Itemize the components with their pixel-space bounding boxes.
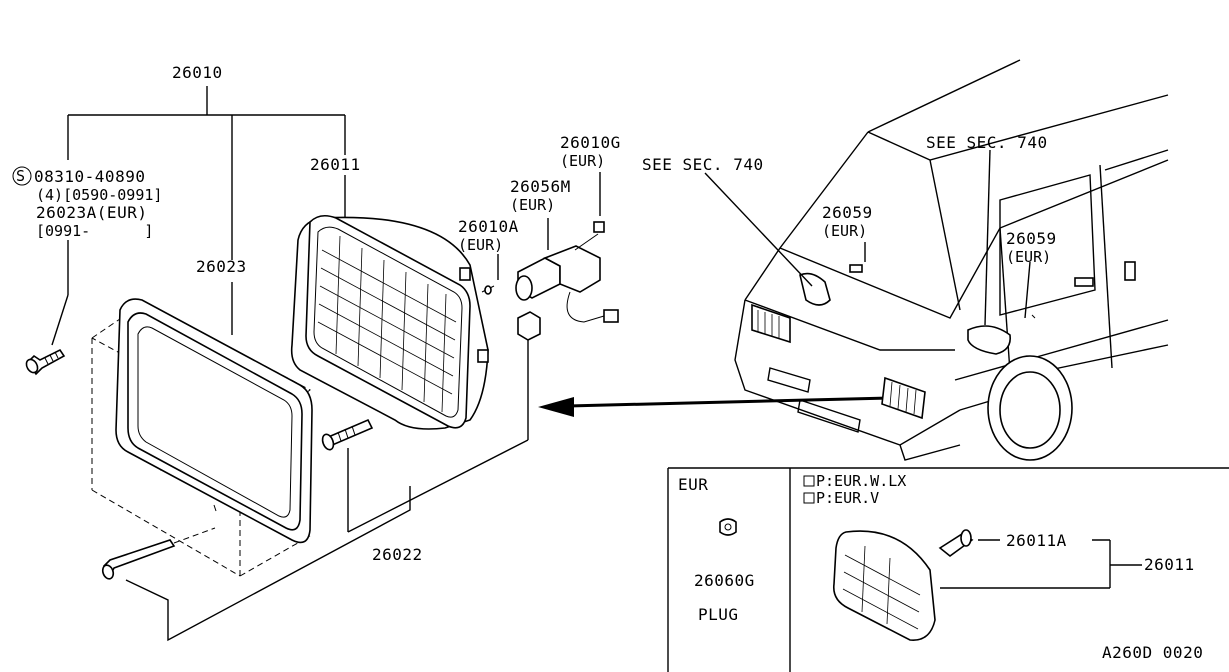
label-plug-2: 26059 <box>1006 229 1057 248</box>
inset-plug-number: 26060G <box>694 571 755 590</box>
label-see-sec-2: SEE SEC. 740 <box>926 133 1048 152</box>
assembly-bracket <box>51 86 346 346</box>
inset-labels: EUR 26060G PLUG P:EUR.W.LX P:EUR.V 26011… <box>678 472 1195 624</box>
label-plug-2-eur: (EUR) <box>1006 248 1051 266</box>
label-bulb-a-eur: (EUR) <box>458 236 503 254</box>
connector-part <box>347 311 541 533</box>
screw-part <box>25 348 66 376</box>
see-sec-leader-1 <box>704 172 813 287</box>
label-sealed-beam: 26011 <box>310 155 361 174</box>
bulb-socket-part <box>481 172 619 323</box>
label-see-sec-1: SEE SEC. 740 <box>642 155 764 174</box>
legend-box-1-icon <box>803 475 815 487</box>
screw-symbol-icon <box>12 166 32 186</box>
label-screw-code: 08310-40890 <box>34 167 145 186</box>
label-plug-1-eur: (EUR) <box>822 222 867 240</box>
label-bulb-a: 26010A <box>458 217 519 236</box>
inset-legend-1: P:EUR.W.LX <box>816 472 906 490</box>
label-socket-m-eur: (EUR) <box>510 196 555 214</box>
sealed-beam-part <box>290 214 489 430</box>
inset-plug-label: PLUG <box>698 605 739 624</box>
callout-labels: 26010 S 08310-40890 (4)[0590-0991] 26023… <box>12 63 1057 564</box>
van-illustration <box>734 59 1169 461</box>
diagram-code: A260D 0020 <box>1102 643 1203 662</box>
inset-legend-2: P:EUR.V <box>816 489 879 507</box>
label-bulb-g-eur: (EUR) <box>560 152 605 170</box>
spring-screw-part <box>321 418 374 532</box>
label-socket-m: 26056M <box>510 177 571 196</box>
screw-symbol-letter: S <box>16 167 25 185</box>
label-ring-range: [0991- ] <box>36 222 153 240</box>
label-ring-eur: 26023A(EUR) <box>36 203 147 222</box>
inset-panel <box>667 467 1229 672</box>
inset-bulb-label: 26011A <box>1006 531 1067 550</box>
label-frame: 26022 <box>372 545 423 564</box>
label-screw-qty: (4)[0590-0991] <box>36 186 162 204</box>
legend-box-2-icon <box>803 492 815 504</box>
location-arrow <box>538 396 891 417</box>
label-plug-1: 26059 <box>822 203 873 222</box>
label-ring: 26023 <box>196 257 247 276</box>
retaining-ring-part <box>115 298 313 544</box>
adjust-screw-part <box>101 486 411 642</box>
inset-left-header: EUR <box>678 475 708 494</box>
label-assembly: 26010 <box>172 63 223 82</box>
inset-unit-label: 26011 <box>1144 555 1195 574</box>
label-bulb-g: 26010G <box>560 133 621 152</box>
see-sec-leader-2 <box>984 149 991 326</box>
